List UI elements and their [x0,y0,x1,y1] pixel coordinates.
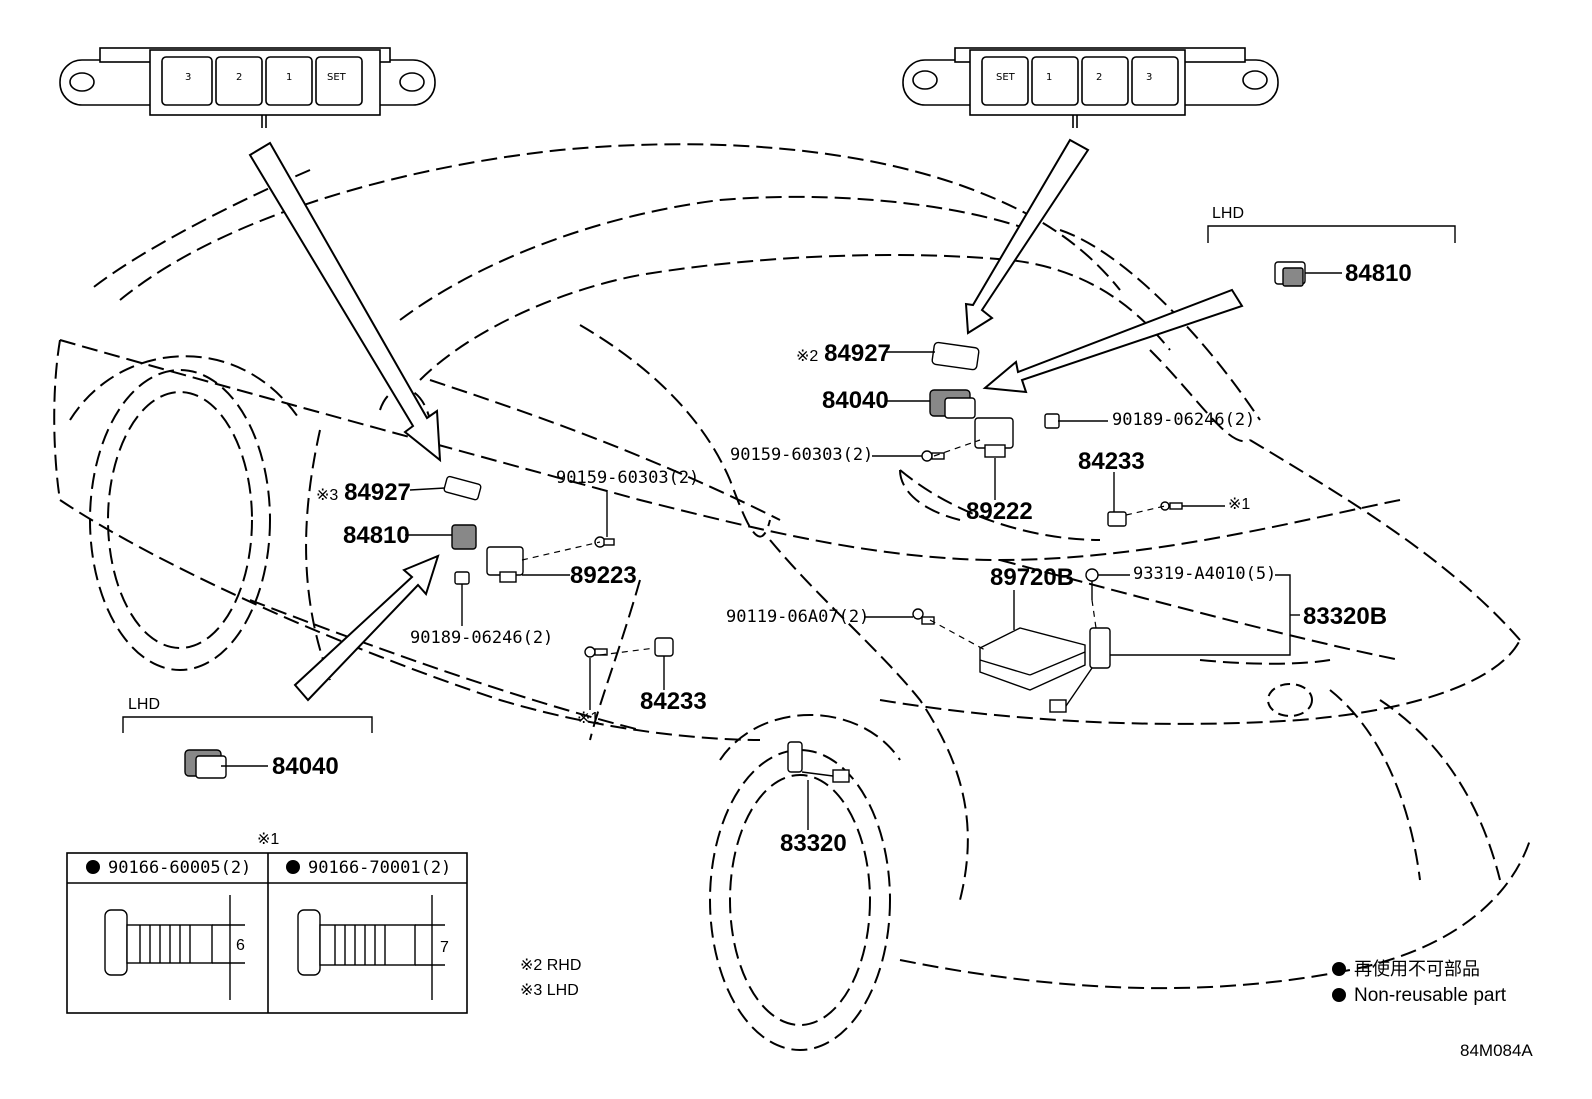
bolt-right-part: 90166-70001(2) [308,858,452,878]
p89223-label: 89223 [570,562,637,589]
rear-wheel [89,369,271,671]
seat-memory-switch-left [59,47,436,128]
switch-left-btn-2: 2 [236,72,243,83]
dashed-leaders [521,439,1166,656]
arrow-rhd-parts [982,288,1244,394]
switch-right-btn-set: SET [996,72,1015,83]
lhd-top-bracket [1207,225,1456,243]
switch-left-btn-3: 3 [185,72,192,83]
non-reusable-dot-icon [1332,988,1346,1002]
p84233-right-label: 84233 [1078,448,1145,475]
arrow-lhd-parts [293,554,440,702]
p84927-lhd-number: 84927 [344,479,411,506]
bolt-drawings [104,895,445,1000]
p90159-left-label: 90159-60303(2) [556,468,700,488]
bolt-left-header: 90166-60005(2) [86,860,251,877]
car-outline [53,143,1531,990]
leader-lines [221,272,1342,830]
lhd-bottom-part: 84040 [272,753,339,780]
switch-left-btn-1: 1 [286,72,293,83]
legend-english-text: Non-reusable part [1354,985,1507,1006]
lhd-bottom-bracket [122,716,373,733]
p84927-rhd-label: ※2 84927 [796,342,891,366]
bolt-left-part: 90166-60005(2) [108,858,252,878]
arrow-left-switch [248,141,442,463]
non-reusable-dot-icon [1332,962,1346,976]
legend-japanese-text: 再使用不可部品 [1354,959,1480,979]
part-sketches [184,261,1306,783]
headlight [1267,683,1313,717]
p84040-label: 84040 [822,387,889,414]
switch-right-btn-2: 2 [1096,72,1103,83]
lhd-top-title: LHD [1212,205,1245,222]
bolt-table [66,852,468,1014]
mark1-left-label: ※1 [577,710,600,727]
seat-memory-switch-right [902,47,1279,128]
non-reusable-dot-icon [286,860,300,874]
legend-english: Non-reusable part [1332,986,1506,1005]
p90189-left-label: 90189-06246(2) [410,628,554,648]
p93319-label: 93319-A4010(5) [1133,564,1277,584]
p84927-rhd-number: 84927 [824,340,891,367]
mark1-right-label: ※1 [1228,496,1251,513]
legend-japanese: 再使用不可部品 [1332,960,1480,978]
p90159-right-label: 90159-60303(2) [730,445,874,465]
p84810-label: 84810 [343,522,410,549]
p89222-label: 89222 [966,498,1033,525]
p89720b-label: 89720B [990,564,1075,591]
p90189-right-label: 90189-06246(2) [1112,410,1256,430]
p84927-lhd-mark: ※3 [316,487,339,504]
p83320-label: 83320 [780,830,847,857]
p83320b-label: 83320B [1303,603,1388,630]
bolt-right-header: 90166-70001(2) [286,860,451,877]
note-lhd: ※3 LHD [520,982,579,999]
bolt-table-mark: ※1 [257,831,280,848]
arrow-right-switch [964,138,1090,335]
switch-left-btn-set: SET [327,72,346,83]
bolt-left-dimension: 6 [236,937,245,954]
p84927-lhd-label: ※3 84927 [316,481,411,505]
front-wheel [709,749,891,1051]
non-reusable-dot-icon [86,860,100,874]
lhd-top-part: 84810 [1345,260,1412,287]
lhd-bottom-title: LHD [128,696,161,713]
bolt-right-dimension: 7 [440,939,449,956]
p84233-left-label: 84233 [640,688,707,715]
p84927-rhd-mark: ※2 [796,348,819,365]
p90119-label: 90119-06A07(2) [726,607,870,627]
switch-right-btn-1: 1 [1046,72,1053,83]
switch-right-btn-3: 3 [1146,72,1153,83]
figure-code: 84M084A [1460,1041,1533,1060]
note-rhd: ※2 RHD [520,957,582,974]
